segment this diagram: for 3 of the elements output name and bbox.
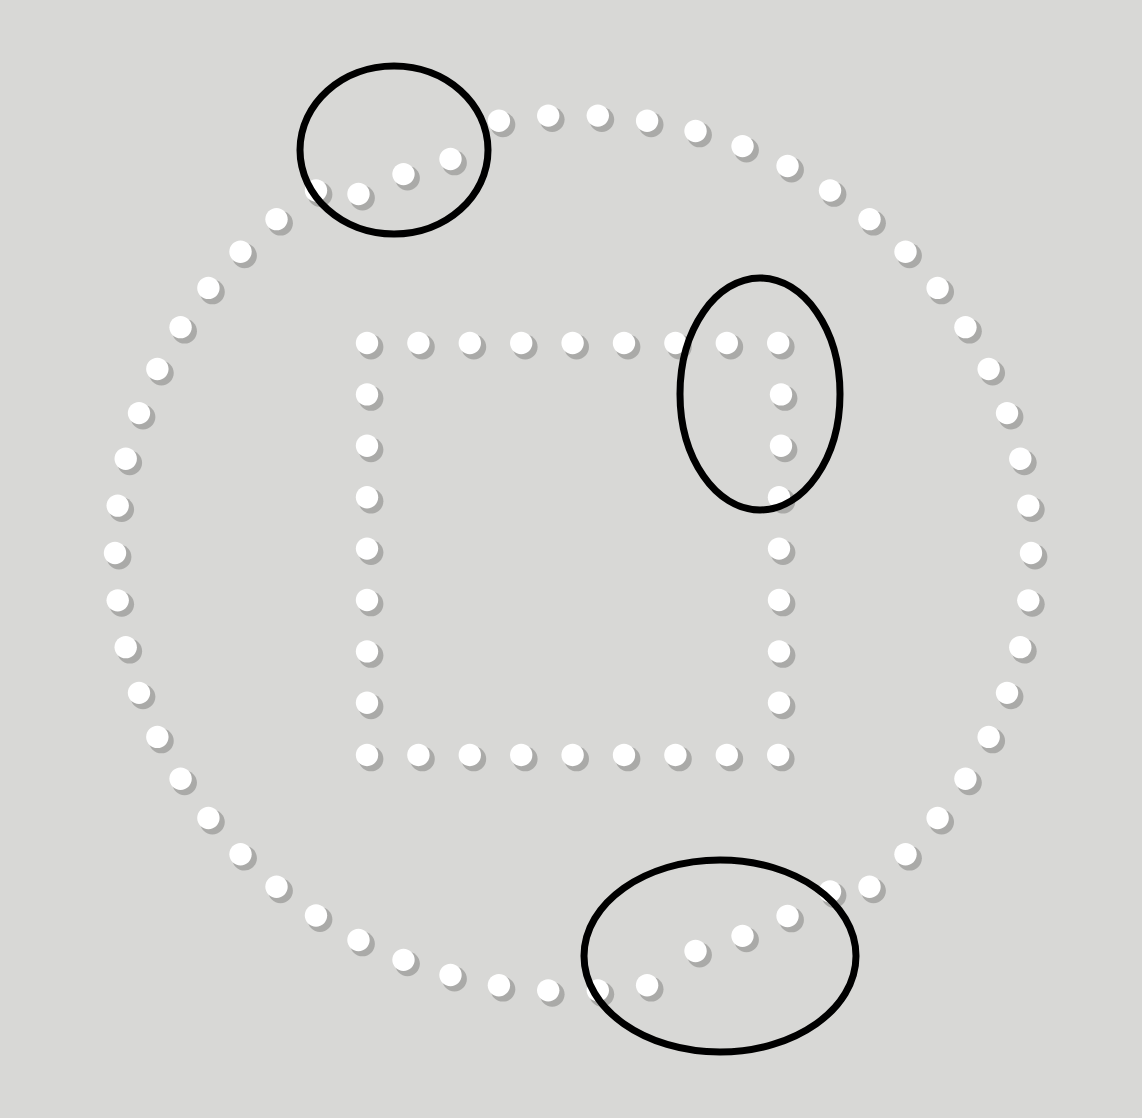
- highlight-ellipse: [296, 62, 492, 238]
- highlight-ellipse: [676, 274, 844, 514]
- highlight-ellipse: [580, 856, 860, 1056]
